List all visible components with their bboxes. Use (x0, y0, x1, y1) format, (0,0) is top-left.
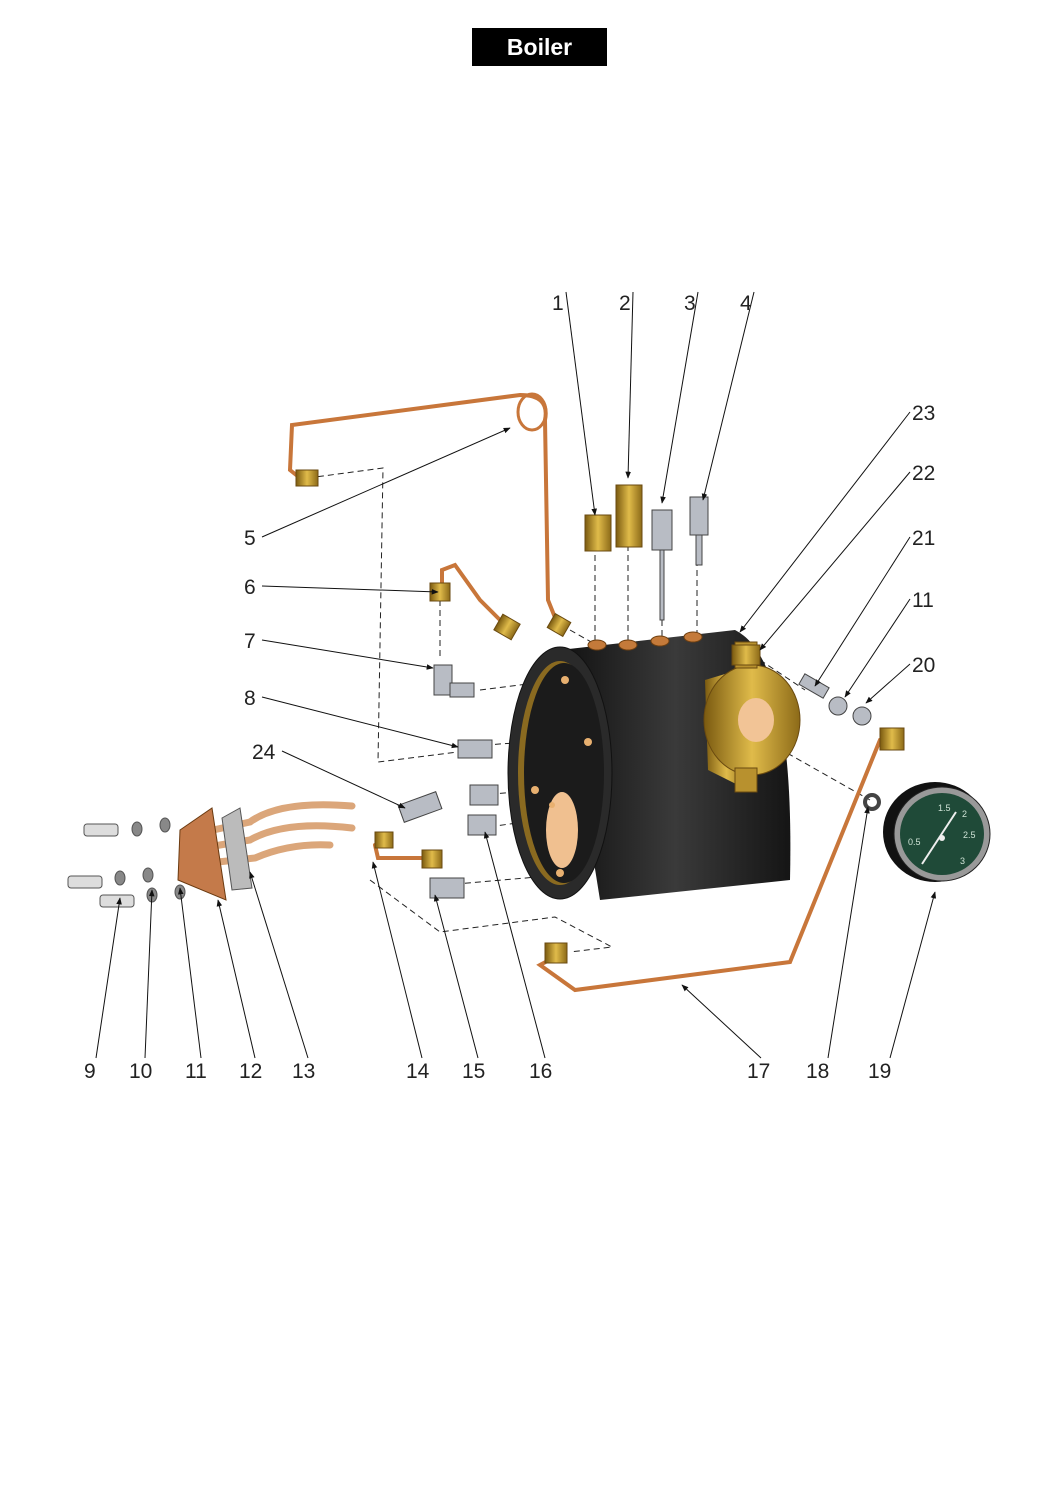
leader-line (281, 750, 406, 809)
callout-number: 6 (244, 576, 256, 599)
callout-number: 13 (292, 1060, 315, 1083)
gauge-label: 3 (960, 856, 965, 866)
leader-line (865, 663, 911, 704)
callout-number: 7 (244, 630, 256, 653)
callout-number: 19 (868, 1060, 891, 1083)
leader-line (565, 291, 597, 516)
callout-number: 16 (529, 1060, 552, 1083)
callout-number: 8 (244, 687, 256, 710)
leader-line (827, 806, 870, 1059)
callout-number: 17 (747, 1060, 770, 1083)
callout-number: 18 (806, 1060, 829, 1083)
callout-number: 4 (740, 292, 752, 315)
heating-element (186, 801, 356, 869)
leader-line (701, 291, 755, 501)
callout-number: 9 (84, 1060, 96, 1083)
gauge-label: 2.5 (963, 830, 976, 840)
callout-number: 2 (619, 292, 631, 315)
leader-line (739, 411, 911, 633)
leader-line (371, 861, 423, 1059)
leader-line (681, 984, 762, 1059)
steel-fittings (397, 496, 881, 899)
leader-line (483, 831, 546, 1059)
gasket (221, 807, 253, 891)
callout-number: 22 (912, 462, 935, 485)
callout-number: 23 (912, 402, 935, 425)
callout-number: 15 (462, 1060, 485, 1083)
callout-number: 3 (684, 292, 696, 315)
pressure-gauge: 1.5 2 2.5 3 0.5 (883, 782, 991, 882)
leader-line (625, 291, 634, 479)
callout-number: 24 (252, 741, 276, 764)
screws-washers (67, 817, 186, 908)
leader-line (433, 894, 479, 1059)
leader-line (249, 871, 309, 1059)
callout-number: 5 (244, 527, 256, 550)
callout-number: 1 (552, 292, 564, 315)
callout-number: 10 (129, 1060, 152, 1083)
leader-line (261, 585, 439, 595)
callout-number: 12 (239, 1060, 262, 1083)
gauge-label: 2 (962, 809, 967, 819)
element-flange (177, 807, 227, 901)
leader-line (261, 427, 511, 538)
leader-line (95, 897, 122, 1059)
leader-line (261, 639, 434, 670)
leader-line (177, 887, 202, 1059)
leader-line (759, 471, 911, 651)
callout-number: 14 (406, 1060, 430, 1083)
boiler-body (507, 630, 801, 900)
callout-number: 21 (912, 527, 935, 550)
leader-line (261, 696, 459, 749)
leader-line (144, 889, 155, 1059)
callout-number: 11 (912, 589, 934, 612)
gauge-label: 0.5 (908, 837, 921, 847)
callout-number: 11 (185, 1060, 207, 1083)
leader-line (814, 536, 911, 687)
leader-line (889, 891, 937, 1059)
callout-number: 20 (912, 654, 935, 677)
page-title: Boiler (472, 28, 607, 66)
pipe-coil (516, 392, 548, 432)
leader-line (660, 291, 699, 504)
leader-line (844, 598, 911, 698)
gauge-label: 1.5 (938, 803, 951, 813)
brass-fittings (295, 469, 905, 964)
leader-line (216, 899, 256, 1059)
